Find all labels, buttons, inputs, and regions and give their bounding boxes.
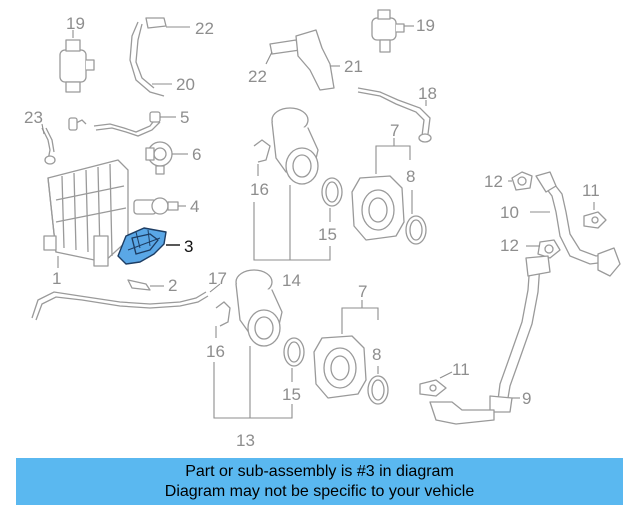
callout-19-right: 19: [416, 16, 435, 35]
callout-9: 9: [522, 389, 531, 408]
callout-7-lower: 7: [358, 282, 367, 301]
part-22-bracket-left: [129, 17, 167, 97]
part-8-gasket-upper: [405, 215, 427, 245]
part-5-wiring: [93, 111, 161, 137]
part-19-valve-right: [371, 9, 405, 53]
part-15-gasket-lower: [283, 337, 305, 367]
leader-11-lower: [439, 371, 453, 379]
callout-12-lower: 12: [500, 236, 519, 255]
callout-8-lower: 8: [372, 345, 381, 364]
notice-banner: Part or sub-assembly is #3 in diagram Di…: [16, 458, 623, 505]
callout-1: 1: [52, 269, 61, 288]
parts-diagram: 19 22 20 23 5 6 4: [24, 9, 621, 450]
part-7-throttle-upper: [351, 175, 405, 241]
callout-2: 2: [168, 276, 177, 295]
part-6-sensor: [145, 141, 173, 175]
part-2-hose: [127, 279, 151, 291]
part-11-gasket-upper: [583, 211, 607, 229]
leader-7-upper: [375, 138, 411, 174]
part-10-pipe: [535, 171, 621, 277]
part-13-egr-valve-lower: [235, 269, 283, 347]
part-9-pipe: [429, 255, 551, 425]
callout-15-upper: 15: [318, 225, 337, 244]
leader-23: [41, 123, 45, 135]
callout-10: 10: [500, 203, 519, 222]
notice-line-2: Diagram may not be specific to your vehi…: [164, 482, 475, 500]
callout-16-lower: 16: [206, 342, 225, 361]
callout-22-right: 22: [248, 67, 267, 86]
part-3-bracket-highlighted: [117, 227, 167, 265]
part-1-canister: [43, 159, 129, 267]
part-23-sensor: [41, 117, 87, 165]
part-22-bracket-right: [269, 29, 335, 91]
callout-3: 3: [184, 237, 193, 256]
callout-18: 18: [418, 84, 437, 103]
callout-11-upper: 11: [582, 181, 600, 200]
leader-17: [209, 283, 221, 293]
callout-8-upper: 8: [406, 167, 415, 186]
part-12-gasket-lower: [537, 239, 561, 259]
part-16-clip-lower: [215, 301, 231, 327]
callout-7-upper: 7: [390, 121, 399, 140]
part-18-pipe: [357, 87, 432, 143]
part-16-clip-upper: [253, 139, 271, 163]
callout-20: 20: [176, 75, 195, 94]
callout-17: 17: [208, 269, 227, 288]
leader-7-lower: [341, 300, 379, 334]
callout-23: 23: [24, 108, 43, 127]
callout-5: 5: [180, 108, 189, 127]
part-12-gasket-upper: [511, 171, 533, 191]
callout-22-left: 22: [195, 19, 214, 38]
callout-15-lower: 15: [282, 385, 301, 404]
notice-line-1: Part or sub-assembly is #3 in diagram: [185, 462, 454, 480]
part-15-gasket-upper: [321, 177, 343, 207]
callout-13: 13: [236, 431, 255, 450]
part-4-valve: [133, 197, 179, 215]
callout-19-left: 19: [66, 14, 85, 33]
callout-6: 6: [192, 145, 201, 164]
part-8-gasket-lower: [367, 375, 389, 405]
part-14-egr-valve-upper: [271, 107, 319, 185]
callout-4: 4: [190, 197, 199, 216]
part-19-valve-left: [59, 39, 95, 93]
callout-14: 14: [282, 271, 301, 290]
leader-13: [213, 346, 293, 419]
part-7-throttle-lower: [313, 335, 367, 399]
leader-22-right: [265, 51, 273, 65]
leader-14: [253, 185, 331, 261]
callout-16-upper: 16: [250, 180, 269, 199]
part-11-gasket-lower: [419, 379, 447, 397]
callout-11-lower: 11: [452, 360, 470, 379]
callout-21: 21: [344, 57, 363, 76]
part-17-pipe: [31, 291, 209, 321]
callout-12-upper: 12: [484, 172, 503, 191]
